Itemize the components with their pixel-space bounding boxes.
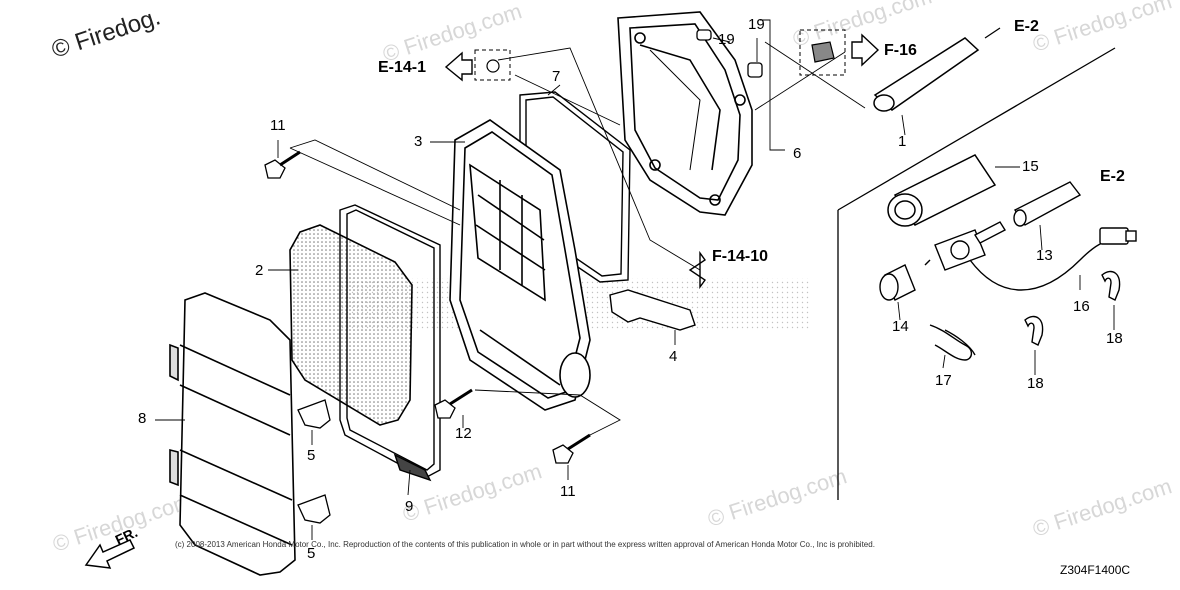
part-5-clips bbox=[297, 399, 331, 524]
callout-9: 9 bbox=[405, 498, 414, 515]
part-16-solenoid bbox=[924, 221, 1137, 291]
callout-15: 15 bbox=[1022, 158, 1039, 175]
ref-e2-right: E-2 bbox=[1100, 168, 1125, 185]
part-6-case bbox=[617, 11, 753, 216]
callout-18-right: 18 bbox=[1106, 330, 1123, 347]
part-4-bracket bbox=[609, 289, 696, 331]
part-2-filter-element bbox=[289, 224, 413, 426]
callout-4: 4 bbox=[669, 348, 678, 365]
part-1-tube bbox=[873, 27, 1001, 112]
callout-7: 7 bbox=[552, 68, 561, 85]
reference-boxes bbox=[474, 29, 846, 81]
part-9-seal bbox=[339, 204, 441, 482]
callout-18-left: 18 bbox=[1027, 375, 1044, 392]
callout-11-upper: 11 bbox=[270, 117, 286, 134]
callout-3: 3 bbox=[414, 133, 423, 150]
part-18-clamps bbox=[1024, 270, 1121, 346]
callout-14: 14 bbox=[892, 318, 909, 335]
ref-f16: F-16 bbox=[884, 42, 917, 59]
callout-16: 16 bbox=[1073, 298, 1090, 315]
diagram-code: Z304F1400C bbox=[1060, 563, 1131, 577]
ref-e2-top: E-2 bbox=[1014, 18, 1039, 35]
callout-5-lower: 5 bbox=[307, 545, 316, 562]
part-15-hose bbox=[887, 154, 997, 227]
callout-13: 13 bbox=[1036, 247, 1053, 264]
callout-17: 17 bbox=[935, 372, 952, 389]
callout-6: 6 bbox=[793, 145, 802, 162]
callout-1: 1 bbox=[898, 133, 907, 150]
right-panel-border bbox=[837, 47, 1116, 500]
part-14-sleeve bbox=[879, 264, 916, 301]
part-19-grommets bbox=[696, 29, 763, 78]
copyright-notice: (c) 2008-2013 American Honda Motor Co., … bbox=[175, 540, 875, 549]
bolt-parts bbox=[264, 150, 591, 464]
callout-2: 2 bbox=[255, 262, 264, 279]
small-fittings bbox=[486, 41, 835, 73]
ref-f14-10: F-14-10 bbox=[712, 248, 769, 265]
reference-arrows bbox=[444, 33, 880, 290]
callout-19-right: 19 bbox=[748, 16, 765, 33]
callout-5-upper: 5 bbox=[307, 447, 316, 464]
part-17-clip bbox=[929, 324, 976, 361]
part-8-cover bbox=[169, 292, 296, 576]
part-13-hose bbox=[1013, 181, 1082, 227]
callout-11-lower: 11 bbox=[560, 483, 576, 500]
callout-8: 8 bbox=[138, 410, 147, 427]
leader-lines bbox=[155, 19, 1115, 540]
part-3-base bbox=[449, 119, 591, 411]
callout-19-left: 19 bbox=[718, 31, 735, 48]
callout-12: 12 bbox=[455, 425, 472, 442]
front-direction-arrow bbox=[84, 539, 136, 569]
ref-e14-1: E-14-1 bbox=[378, 59, 427, 76]
